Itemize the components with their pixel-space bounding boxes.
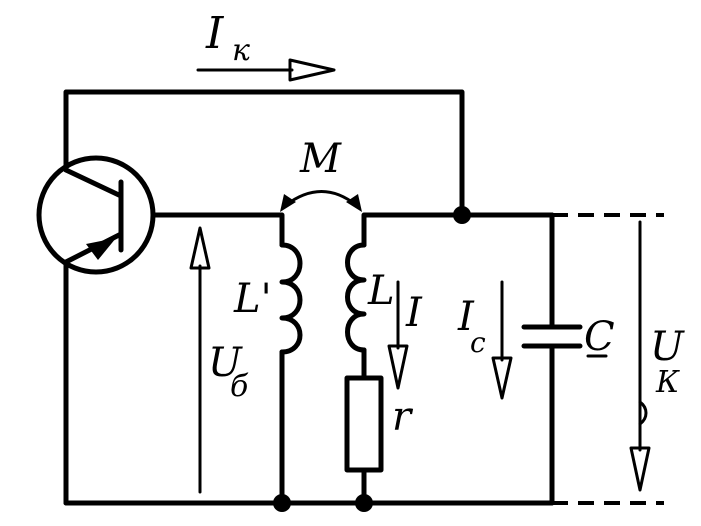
base-voltage-subscript: б <box>230 369 249 404</box>
feedback-inductor-coil <box>279 242 303 506</box>
junction-node-bottom-right <box>355 494 373 512</box>
mutual-inductance-label: M <box>299 136 342 182</box>
base-voltage-arrow <box>189 226 211 494</box>
tank-inductor-label: L <box>367 268 395 314</box>
branch-current-label: I <box>405 290 423 336</box>
collector-current-arrow <box>196 58 336 82</box>
capacitor-label: C <box>584 314 615 360</box>
capacitor-symbol <box>521 212 583 506</box>
capacitor-current-arrow <box>491 280 513 400</box>
junction-node-top <box>453 206 471 224</box>
top-feedback-wire <box>63 89 465 218</box>
collector-voltage-label: U <box>650 324 685 370</box>
junction-node-bottom-left <box>273 494 291 512</box>
resistor-label: r <box>392 394 414 440</box>
transistor-symbol <box>36 155 156 275</box>
capacitor-current-label: I <box>457 294 475 340</box>
capacitor-current-subscript: c <box>470 326 486 359</box>
collector-current-label: I <box>205 8 225 59</box>
branch-current-arrow <box>387 280 409 390</box>
tank-inductor-branch <box>345 212 465 381</box>
resistor-body <box>344 375 384 473</box>
collector-voltage-subscript: К <box>655 365 680 400</box>
mutual-inductance-arrow <box>280 190 362 212</box>
base-wire <box>150 212 285 248</box>
emitter-arrow-icon <box>86 238 116 260</box>
collector-voltage-arrow <box>629 220 651 492</box>
feedback-inductor-label: L' <box>233 276 272 322</box>
base-voltage-label: U <box>208 340 243 386</box>
collector-current-subscript: к <box>232 33 250 68</box>
